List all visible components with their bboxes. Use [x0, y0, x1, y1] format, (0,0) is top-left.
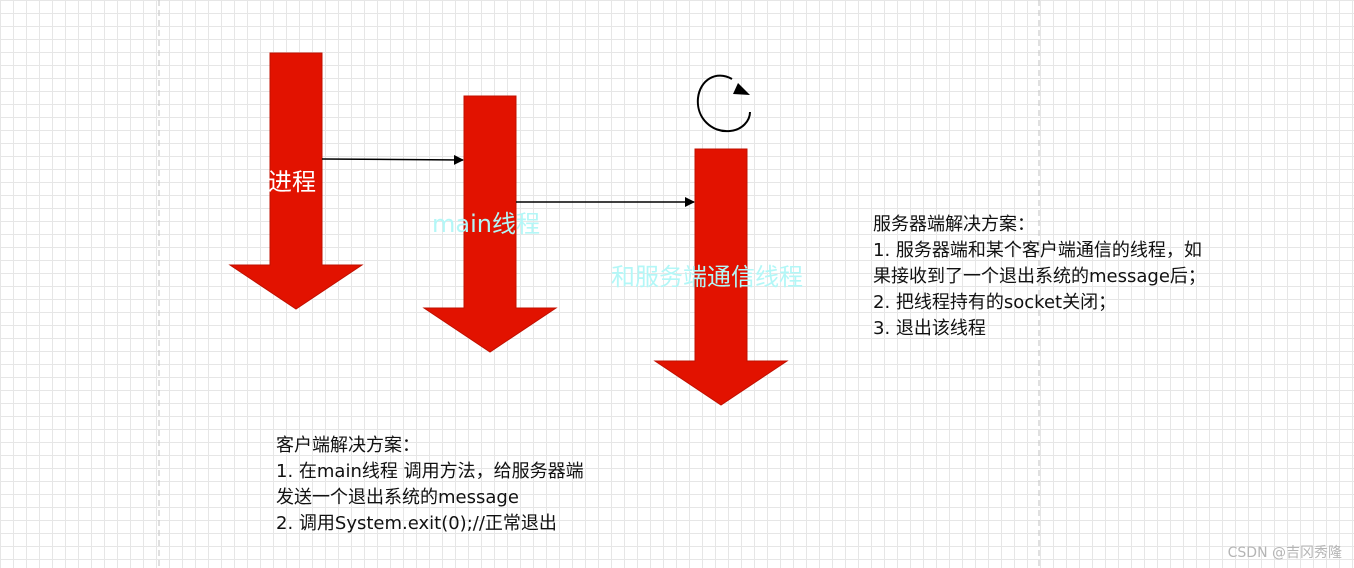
client-note-line: 2. 调用System.exit(0);//正常退出 [276, 513, 557, 534]
client-note-title: 客户端解决方案： [276, 435, 420, 456]
edge-process-to-main[interactable] [321, 154, 464, 165]
loop-arrow-head-icon [733, 83, 750, 95]
server-solution-note: 服务器端解决方案： 1. 服务器端和某个客户端通信的线程，如 果接收到了一个退出… [873, 212, 1206, 342]
comm-thread-arrow-shape[interactable] [653, 148, 789, 406]
server-note-title: 服务器端解决方案： [873, 214, 1035, 235]
process-label: 进程 [268, 168, 316, 196]
server-note-line: 3. 退出该线程 [873, 318, 986, 339]
client-note-line: 发送一个退出系统的message [276, 487, 519, 508]
main-thread-label: main线程 [432, 210, 540, 238]
server-note-line: 1. 服务器端和某个客户端通信的线程，如 [873, 240, 1202, 261]
client-note-line: 1. 在main线程 调用方法，给服务器端 [276, 461, 584, 482]
process-arrow-shape[interactable] [228, 52, 364, 310]
server-note-line: 2. 把线程持有的socket关闭； [873, 292, 1117, 313]
client-solution-note: 客户端解决方案： 1. 在main线程 调用方法，给服务器端 发送一个退出系统的… [276, 433, 584, 537]
server-note-line: 果接收到了一个退出系统的message后； [873, 266, 1206, 287]
comm-thread-label: 和服务端通信线程 [611, 263, 803, 291]
loop-arrow-icon [696, 74, 751, 133]
main-thread-arrow-shape[interactable] [422, 95, 558, 353]
watermark: CSDN @吉冈秀隆 [1227, 545, 1342, 561]
